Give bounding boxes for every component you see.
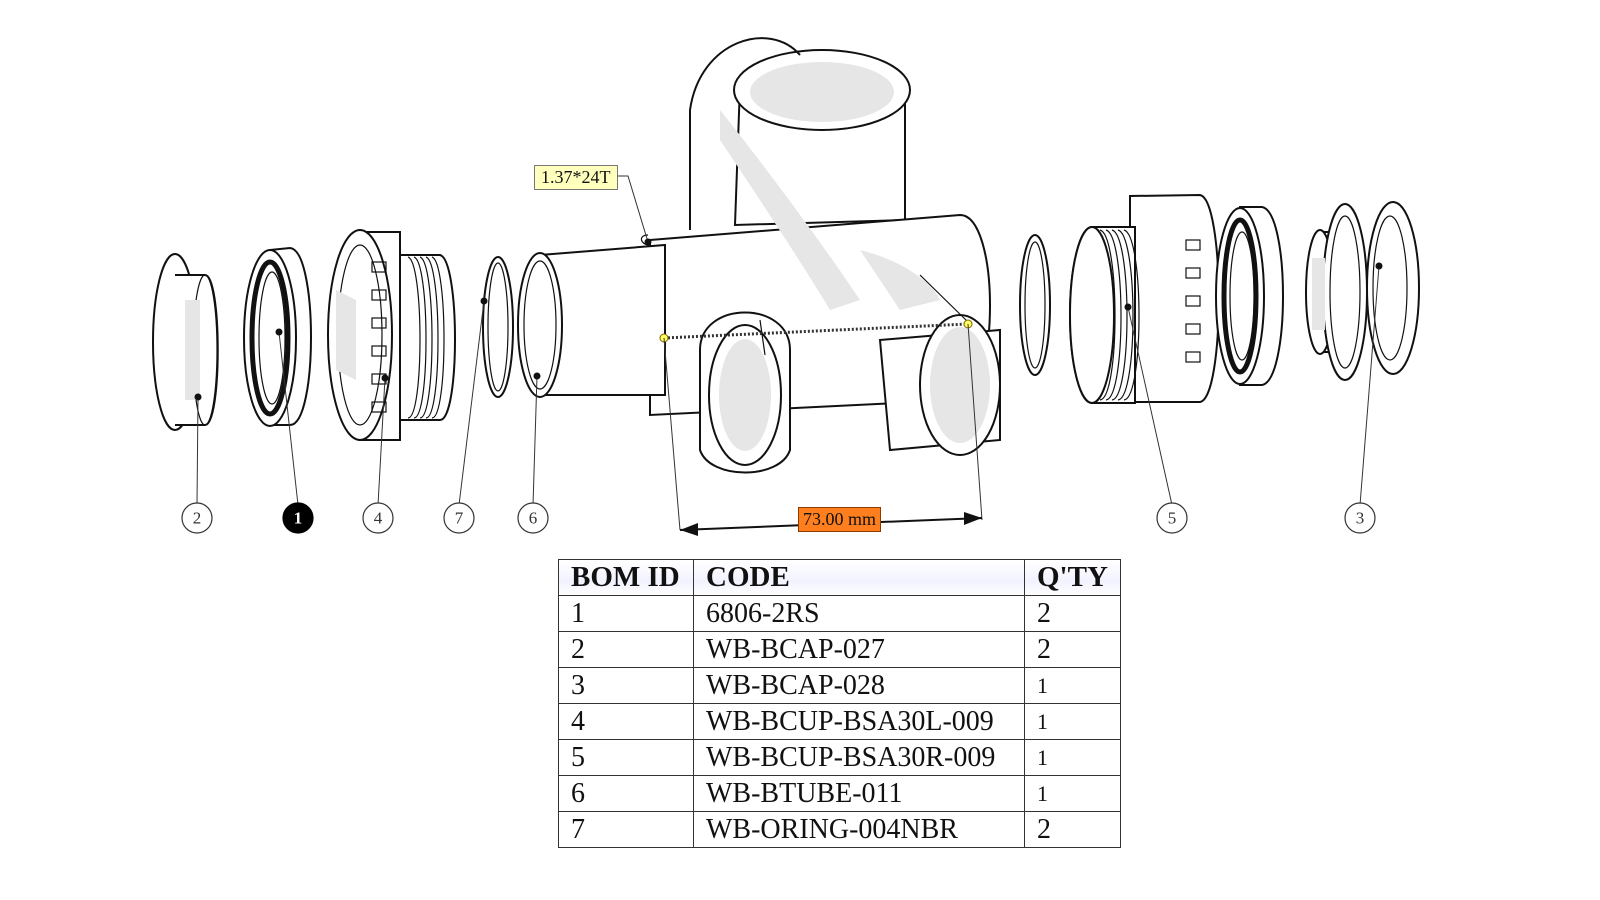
bearing-right: [1215, 206, 1284, 386]
bom-qty-cell: 1: [1024, 703, 1121, 740]
callout-6[interactable]: 6: [517, 502, 549, 534]
bom-id-cell: 7: [558, 811, 694, 848]
bottom-bracket-shell: [517, 37, 1001, 474]
table-row: 1 6806-2RS 2: [558, 595, 1121, 632]
part-7-o-ring-left: [482, 256, 514, 398]
svg-text:1: 1: [294, 509, 303, 528]
callout-7[interactable]: 7: [443, 502, 475, 534]
bom-code-cell: WB-BCUP-BSA30L-009: [693, 703, 1025, 740]
part-4-left-cup: [327, 229, 456, 441]
bom-qty-cell: 2: [1024, 595, 1121, 632]
bom-code-cell: WB-ORING-004NBR: [693, 811, 1025, 848]
bom-header-row: BOM ID CODE Q'TY: [558, 559, 1121, 596]
svg-text:4: 4: [374, 509, 383, 528]
bom-header-qty: Q'TY: [1024, 559, 1121, 596]
bom-id-cell: 3: [558, 667, 694, 704]
bom-qty-cell: 1: [1024, 739, 1121, 776]
table-row: 3 WB-BCAP-028 1: [558, 667, 1121, 704]
svg-text:2: 2: [193, 509, 202, 528]
bom-id-cell: 6: [558, 775, 694, 812]
table-row: 5 WB-BCUP-BSA30R-009 1: [558, 739, 1121, 776]
bom-qty-cell: 1: [1024, 775, 1121, 812]
bom-code-cell: WB-BCAP-027: [693, 631, 1025, 668]
bom-code-cell: WB-BCUP-BSA30R-009: [693, 739, 1025, 776]
leader-lines: [194, 262, 1383, 506]
table-row: 2 WB-BCAP-027 2: [558, 631, 1121, 668]
part-2-bearing-cap: [152, 253, 219, 431]
bom-id-cell: 5: [558, 739, 694, 776]
bom-code-cell: 6806-2RS: [693, 595, 1025, 632]
bom-table: BOM ID CODE Q'TY 1 6806-2RS 2 2 WB-BCAP-…: [558, 559, 1121, 848]
part-5-right-cup: [1069, 193, 1220, 404]
part-3-cap: [1366, 201, 1420, 375]
dimension-label: 73.00 mm: [798, 507, 882, 532]
bom-qty-cell: 2: [1024, 811, 1121, 848]
table-row: 4 WB-BCUP-BSA30L-009 1: [558, 703, 1121, 740]
bom-id-cell: 2: [558, 631, 694, 668]
bom-qty-cell: 1: [1024, 667, 1121, 704]
callout-3[interactable]: 3: [1344, 502, 1376, 534]
bom-id-cell: 4: [558, 703, 694, 740]
table-row: 6 WB-BTUBE-011 1: [558, 775, 1121, 812]
thread-spec-label: 1.37*24T: [534, 165, 618, 190]
svg-text:5: 5: [1168, 509, 1177, 528]
svg-text:6: 6: [529, 509, 538, 528]
table-row: 7 WB-ORING-004NBR 2: [558, 811, 1121, 848]
callout-5[interactable]: 5: [1156, 502, 1188, 534]
bearing-cap-right: [1305, 203, 1368, 381]
o-ring-right: [1019, 234, 1051, 376]
callout-4[interactable]: 4: [362, 502, 394, 534]
bom-header-code: CODE: [693, 559, 1025, 596]
bom-code-cell: WB-BCAP-028: [693, 667, 1025, 704]
part-1-bearing: [243, 246, 312, 427]
svg-text:3: 3: [1356, 509, 1365, 528]
bom-id-cell: 1: [558, 595, 694, 632]
bom-code-cell: WB-BTUBE-011: [693, 775, 1025, 812]
bom-qty-cell: 2: [1024, 631, 1121, 668]
callout-1[interactable]: 1: [282, 502, 314, 534]
svg-text:7: 7: [455, 509, 464, 528]
callout-2[interactable]: 2: [181, 502, 213, 534]
bom-header-id: BOM ID: [558, 559, 694, 596]
